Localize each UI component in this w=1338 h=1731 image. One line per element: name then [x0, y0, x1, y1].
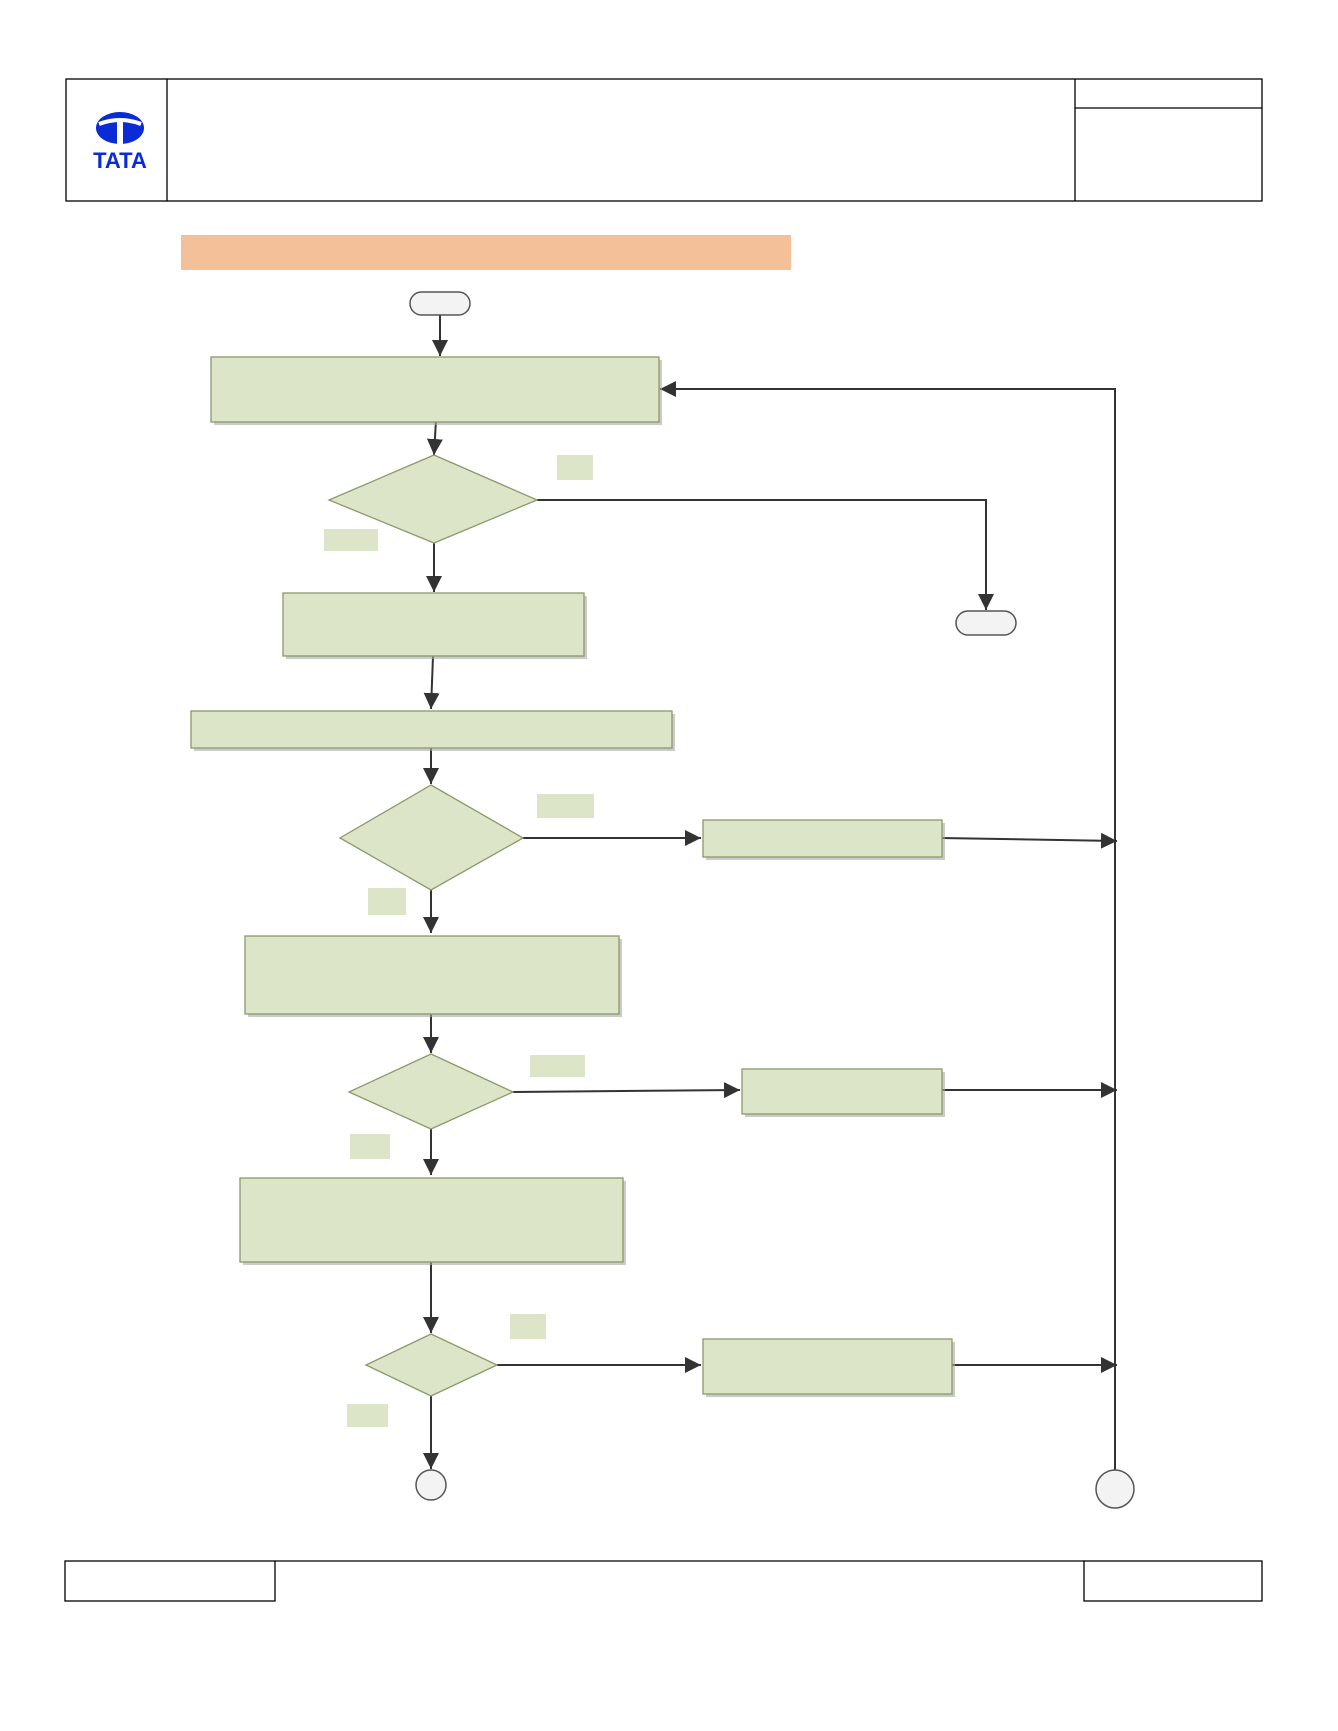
tata-logo: TATA: [93, 112, 147, 173]
edge-d1-end: [537, 499, 994, 610]
section-banner: [181, 235, 791, 270]
process-box-5: [244, 935, 620, 1015]
tata-emblem-icon: [96, 112, 144, 144]
edge-label-5: [530, 1055, 585, 1077]
edge-d3-p6: [512, 1082, 741, 1099]
process-box-8: [702, 1338, 953, 1395]
edge-label-4: [368, 888, 406, 915]
footer-left-box: [64, 1560, 276, 1602]
decision-4: [364, 1333, 499, 1397]
process-box-1: [210, 356, 660, 423]
edge-loop-p1: [660, 381, 1116, 1472]
edge-label-6: [350, 1134, 390, 1159]
header: TATA: [65, 78, 1263, 202]
connector-circle-2: [1095, 1469, 1135, 1509]
process-box-7: [239, 1177, 624, 1263]
decision-diamonds: [327, 454, 539, 1397]
edge-label-2: [324, 529, 378, 551]
edge-p1-d1: [426, 419, 443, 456]
connector-circle-1: [415, 1469, 447, 1501]
footer-right-box: [1083, 1560, 1263, 1602]
terminal-end: [955, 610, 1017, 636]
process-boxes: [190, 356, 955, 1397]
decision-2: [338, 784, 525, 891]
edge-label-7: [510, 1314, 546, 1339]
edge-p4-loop: [940, 832, 1118, 849]
decision-3: [347, 1053, 515, 1130]
terminal-start: [409, 291, 471, 316]
edge-label-8: [347, 1404, 388, 1427]
connector-lines: [423, 315, 1118, 1472]
process-box-4: [702, 819, 943, 858]
process-box-6: [741, 1068, 943, 1115]
edge-label-3: [537, 794, 594, 818]
edge-labels: [324, 455, 594, 1427]
off-page-connectors: [415, 1469, 1135, 1509]
header-frame: [65, 78, 1263, 202]
edge-p2-p3: [423, 655, 440, 710]
decision-1: [327, 454, 539, 544]
process-box-3: [190, 710, 673, 749]
logo-text: TATA: [93, 148, 147, 173]
edge-label-1: [557, 455, 593, 480]
process-box-2: [282, 592, 585, 657]
footer: [64, 1560, 1263, 1602]
